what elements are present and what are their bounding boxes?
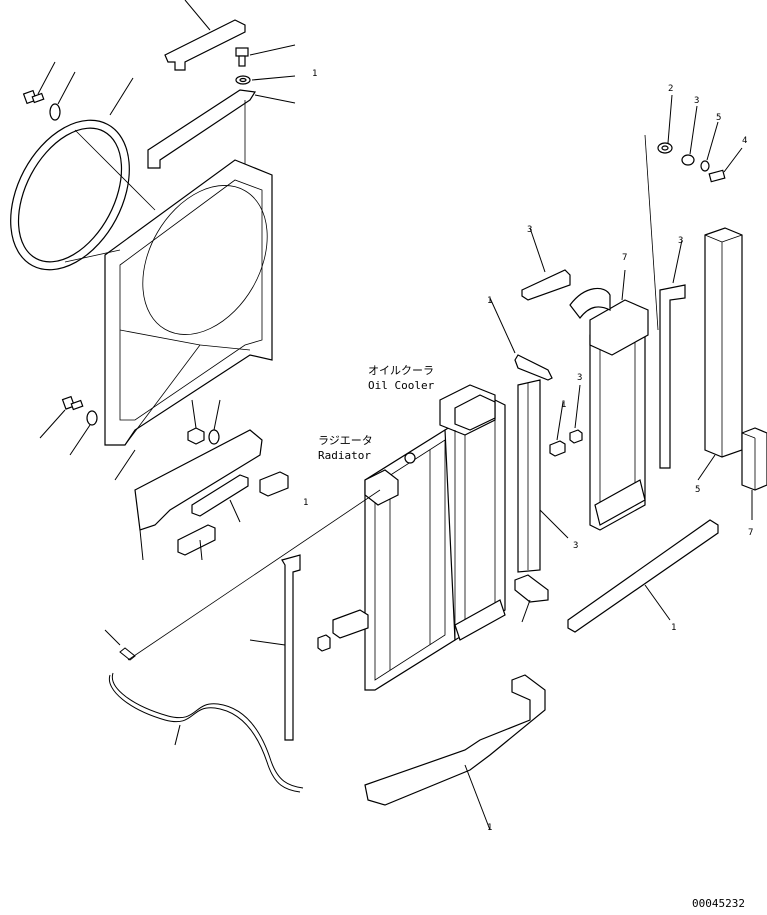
- pad-a: [191, 474, 249, 523]
- callout-3a: 3: [694, 96, 699, 106]
- oil-cooler-label-jp: オイルクーラ: [368, 364, 434, 377]
- nut-washer: [187, 399, 221, 445]
- top-bracket: [164, 0, 246, 71]
- pad-c: [177, 524, 216, 561]
- upper-shroud-bracket: [147, 89, 296, 170]
- radiator-label-jp: ラジエータ: [318, 434, 373, 447]
- oil-cooler-label-en: Oil Cooler: [368, 379, 435, 392]
- callout-1e: 1: [671, 623, 676, 633]
- callout-5: 5: [716, 113, 721, 123]
- callout-2: 2: [668, 84, 673, 94]
- oil-cooler-hardware: 2 3 5 4: [644, 84, 747, 331]
- callout-7a: 7: [622, 253, 627, 263]
- bolt-left-mid: [39, 395, 98, 456]
- callout-1c: 1: [487, 296, 492, 306]
- block-small-1: [317, 634, 331, 652]
- seal-bottom-hook: [514, 574, 549, 623]
- seal-l-right: 3: [659, 236, 686, 469]
- callout-3d: 3: [573, 541, 578, 551]
- bottom-baffle: 1: [364, 674, 546, 833]
- small-cubes: 1 3: [549, 373, 583, 457]
- drain-hose: [104, 489, 381, 793]
- callout-1b: 1: [303, 498, 308, 508]
- callout-1f: 1: [487, 823, 492, 833]
- oil-cooler: 7: [569, 253, 649, 531]
- callout-3c: 3: [678, 236, 683, 246]
- lower-shroud-panel: [114, 429, 263, 561]
- bolt-left-top: [22, 61, 76, 121]
- figure-number: 00045232: [692, 897, 745, 910]
- seal-long-diagonal: 1: [567, 519, 719, 633]
- callout-5b: 5: [695, 485, 700, 495]
- callout-3e: 3: [577, 373, 582, 383]
- foam-tall-box: 5: [695, 227, 743, 495]
- callout-3b: 3: [527, 225, 532, 235]
- block-small-2: [332, 609, 369, 639]
- foam-small-box: 7: [741, 427, 767, 538]
- radiator: [364, 384, 506, 691]
- seal-hook: 1: [487, 296, 553, 381]
- radiator-label-en: Radiator: [318, 449, 371, 462]
- seal-long-bar: 3: [517, 379, 578, 573]
- callout-1: 1: [312, 69, 317, 79]
- fan-ring-gasket: [10, 77, 134, 271]
- fan-shroud: [104, 159, 273, 446]
- callout-1d: 1: [561, 400, 566, 410]
- callout-7b: 7: [748, 528, 753, 538]
- callout-4: 4: [742, 136, 747, 146]
- pad-b: 1: [259, 471, 308, 508]
- seal-flat-top: 3: [521, 225, 571, 301]
- seal-l-left: [249, 554, 301, 741]
- bolt-top: 1: [235, 44, 317, 85]
